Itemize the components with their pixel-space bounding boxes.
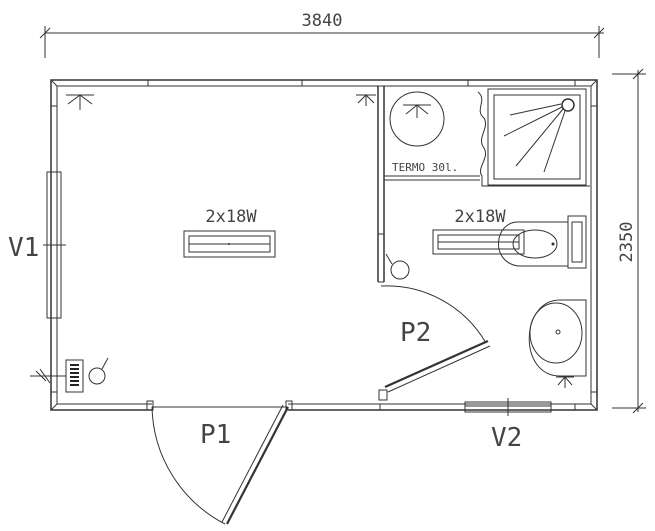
door-p2	[380, 285, 491, 393]
window-v1-label: V1	[8, 233, 39, 263]
partition-wall	[377, 86, 480, 401]
shower-tray	[477, 88, 590, 187]
wall-light-center	[356, 94, 376, 106]
washbasin	[528, 299, 587, 377]
door-p1-label: P1	[200, 420, 231, 450]
light-label-bath: 2x18W	[454, 207, 506, 227]
height-dimension: 2350	[612, 68, 646, 414]
height-dimension-label: 2350	[617, 222, 637, 263]
light-fixture-bath	[432, 229, 525, 255]
wall-fixture-bath	[385, 253, 410, 280]
window-v2-label: V2	[491, 423, 522, 453]
light-fixture-room	[183, 230, 276, 258]
door-p2-label: P2	[400, 318, 431, 348]
wall-fixture-bottom-right	[556, 376, 574, 388]
water-heater	[389, 91, 445, 147]
wall-light-left	[66, 94, 94, 110]
electrical-panel	[30, 357, 109, 393]
door-jamb-right	[285, 400, 293, 411]
door-jamb-left	[146, 400, 154, 411]
window-v2	[464, 398, 552, 416]
toilet	[498, 215, 587, 269]
exterior-walls	[50, 79, 598, 411]
width-dimension-label: 3840	[302, 11, 343, 31]
light-label-room: 2x18W	[205, 207, 257, 227]
door-p1	[151, 404, 289, 525]
width-dimension: 3840	[39, 11, 605, 58]
window-v1	[43, 171, 66, 319]
water-heater-label: TERMO 30l.	[392, 161, 458, 174]
